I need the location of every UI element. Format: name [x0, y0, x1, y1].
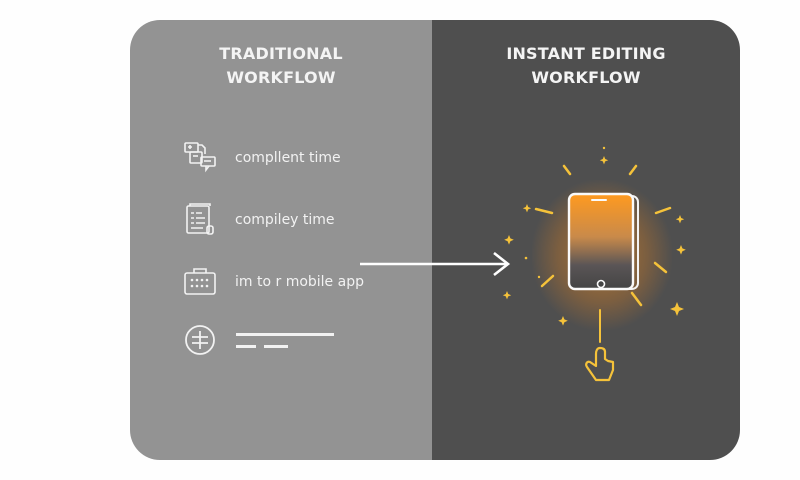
workflow-comparison-card: TRADITIONAL WORKFLOW compllent time: [130, 20, 740, 460]
step-label: compiley time: [235, 212, 335, 228]
instant-editing-title: INSTANT EDITING WORKFLOW: [432, 42, 740, 90]
circle-cross-icon: [182, 322, 218, 358]
workflow-step-1: compllent time: [182, 140, 341, 176]
traditional-workflow-title: TRADITIONAL WORKFLOW: [130, 42, 432, 90]
hand-pointer-icon: [585, 346, 615, 382]
step-label: im to r mobile app: [235, 274, 364, 290]
instant-editing-panel: INSTANT EDITING WORKFLOW: [432, 20, 740, 460]
sparkle-rays: [534, 164, 672, 307]
title-line-1: INSTANT EDITING: [506, 44, 666, 63]
step-label: compllent time: [235, 150, 341, 166]
chat-documents-icon: [182, 140, 218, 176]
workflow-step-4: [182, 322, 334, 358]
tablet-icon: [567, 192, 639, 291]
title-line-1: TRADITIONAL: [219, 44, 343, 63]
workflow-step-2: compiley time: [182, 202, 335, 238]
placeholder-line: [236, 332, 334, 336]
instant-edit-illustration: [432, 20, 740, 460]
arrow-right-icon: [360, 252, 511, 277]
placeholder-line-short: [236, 344, 334, 348]
title-line-2: WORKFLOW: [531, 68, 641, 87]
document-list-icon: [182, 202, 218, 238]
title-line-2: WORKFLOW: [226, 68, 336, 87]
placeholder-text-lines: [236, 332, 334, 348]
workflow-step-3: im to r mobile app: [182, 264, 364, 300]
sparkles: [502, 146, 686, 326]
traditional-workflow-panel: TRADITIONAL WORKFLOW compllent time: [130, 20, 432, 460]
briefcase-keypad-icon: [182, 264, 218, 300]
